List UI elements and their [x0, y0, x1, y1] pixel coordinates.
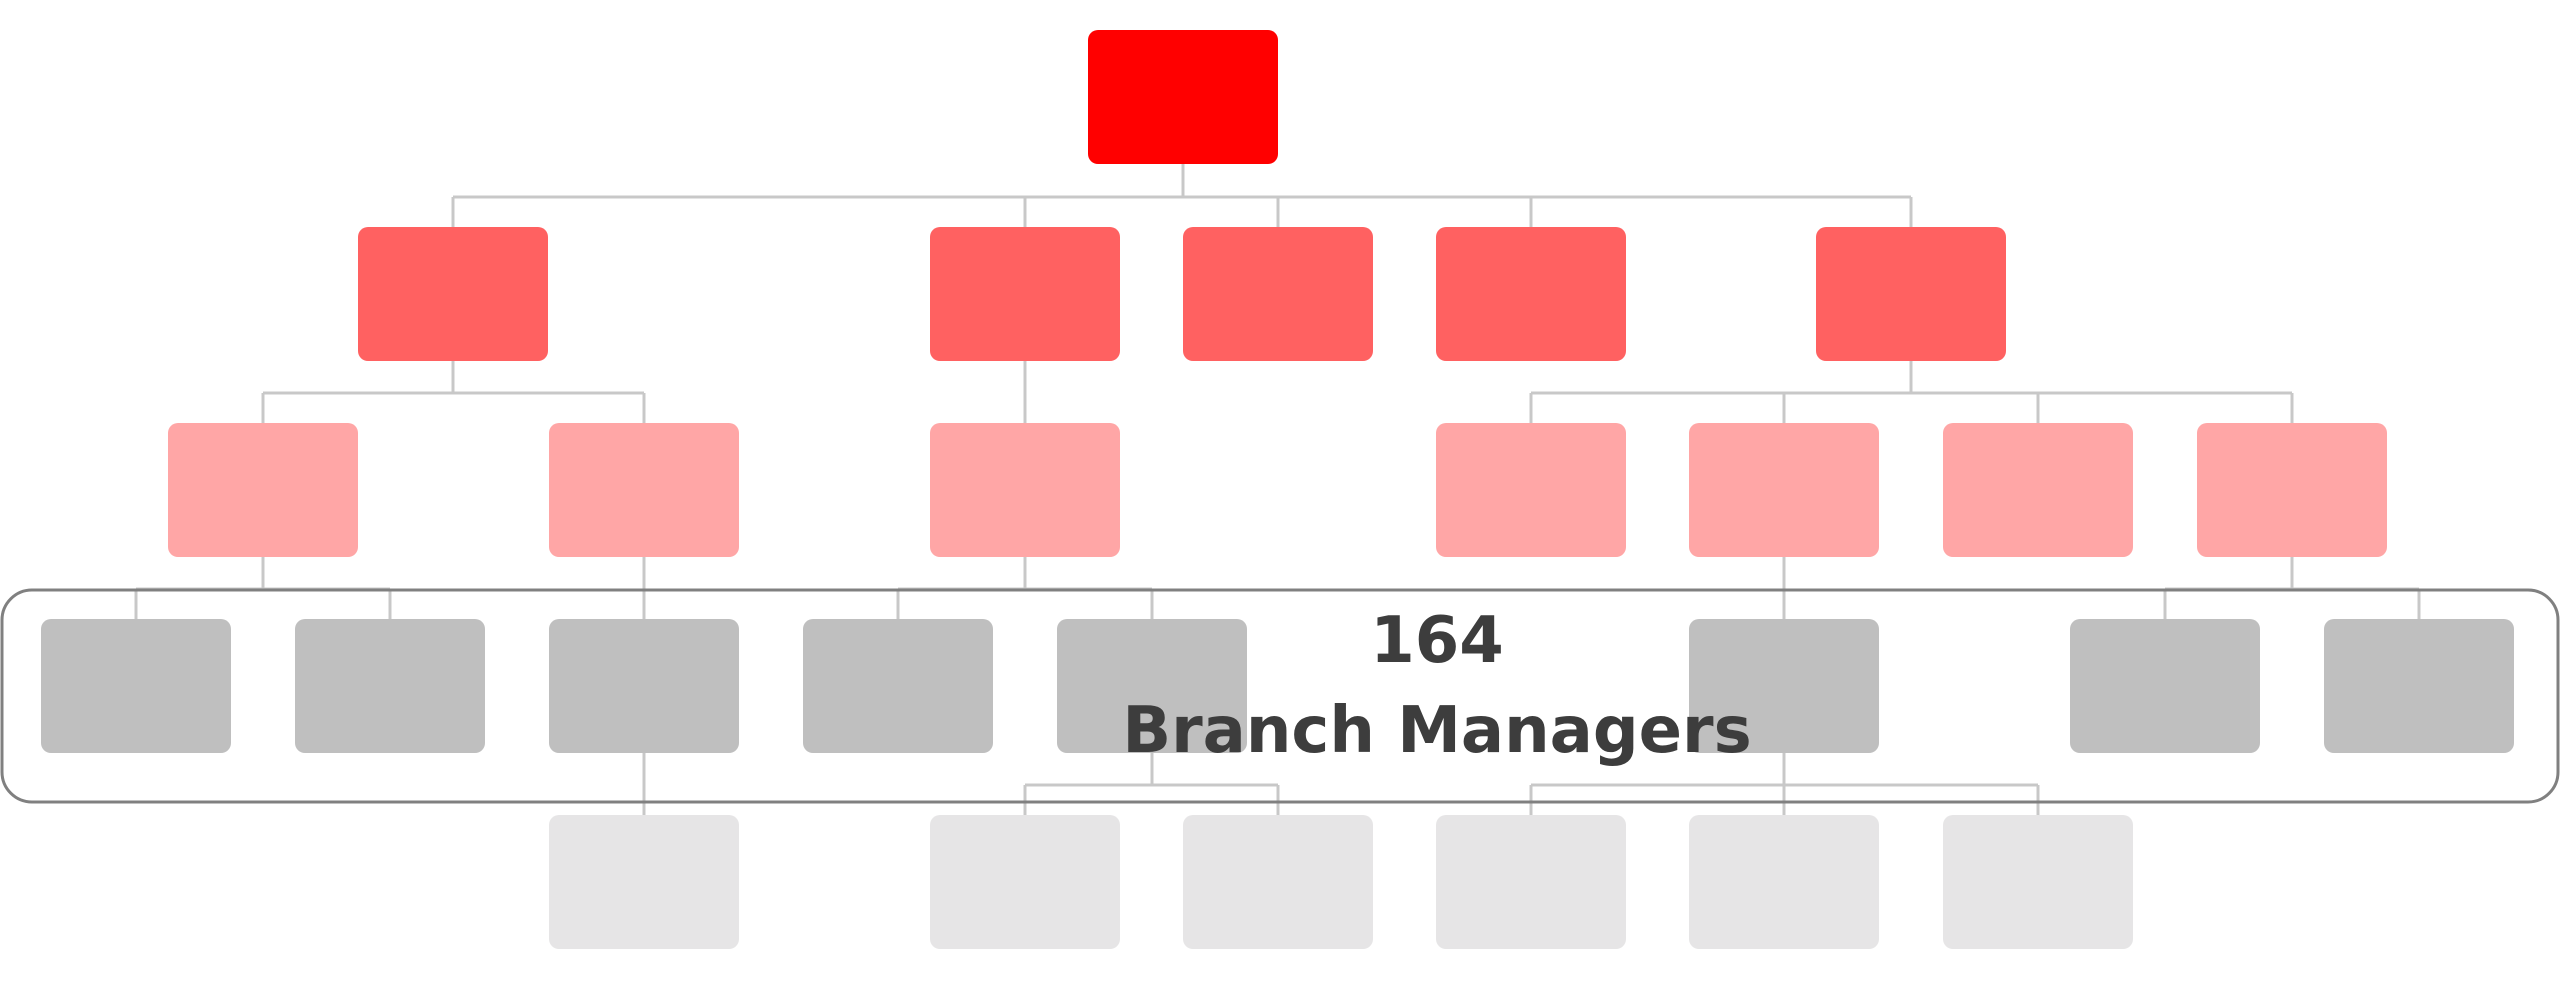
branch-managers-title: Branch Managers	[1122, 694, 1751, 768]
org-node-level-2-3	[930, 423, 1120, 557]
org-node-level-3-7	[2070, 619, 2260, 753]
org-node-level-1-3	[1183, 227, 1373, 361]
org-node-level-3-8	[2324, 619, 2514, 753]
org-node-level-2-7	[2197, 423, 2387, 557]
org-node-level-3-4	[803, 619, 993, 753]
org-node-level-4-1	[549, 815, 739, 949]
org-node-level-3-1	[41, 619, 231, 753]
org-node-level-2-5	[1689, 423, 1879, 557]
org-node-level-4-4	[1436, 815, 1626, 949]
org-node-level-1-5	[1816, 227, 2006, 361]
org-node-level-2-4	[1436, 423, 1626, 557]
org-node-level-3-6	[1689, 619, 1879, 753]
org-node-level-2-6	[1943, 423, 2133, 557]
branch-managers-highlight-frame	[0, 588, 2560, 804]
org-node-level-3-3	[549, 619, 739, 753]
org-node-level-2-1	[168, 423, 358, 557]
org-node-level-1-2	[930, 227, 1120, 361]
org-node-level-3-5	[1057, 619, 1247, 753]
org-node-level-1-1	[358, 227, 548, 361]
org-node-level-4-5	[1689, 815, 1879, 949]
org-node-level-3-2	[295, 619, 485, 753]
org-nodes	[41, 30, 2514, 949]
org-node-level-1-4	[1436, 227, 1626, 361]
org-node-level-0-1	[1088, 30, 1278, 164]
org-node-level-4-3	[1183, 815, 1373, 949]
org-node-level-4-6	[1943, 815, 2133, 949]
org-node-level-2-2	[549, 423, 739, 557]
org-node-level-4-2	[930, 815, 1120, 949]
branch-managers-count: 164	[1370, 604, 1504, 678]
